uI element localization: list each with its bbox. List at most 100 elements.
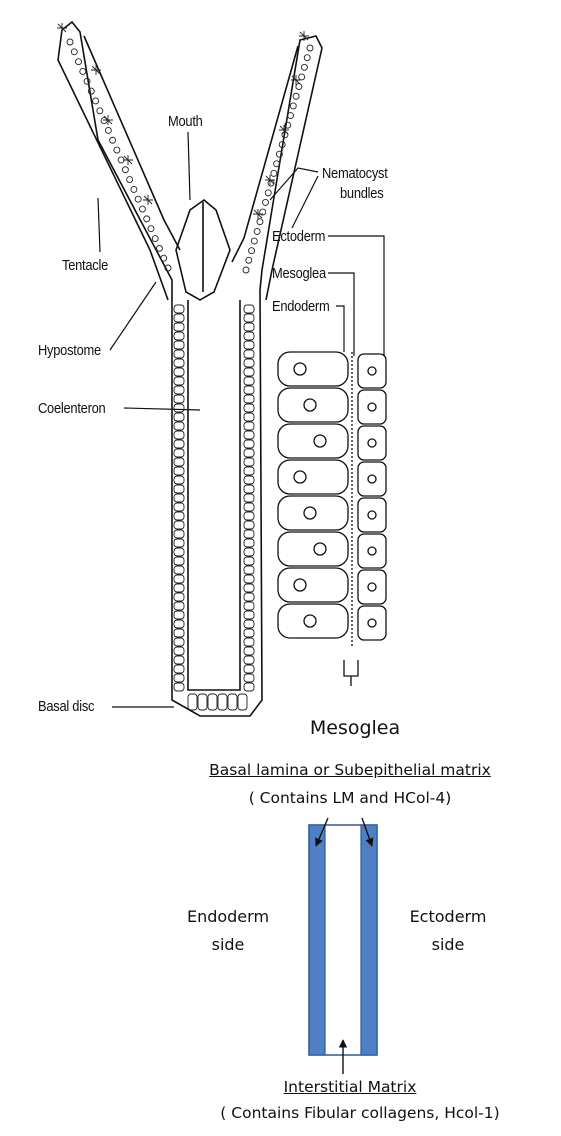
interstitial-matrix-note: ( Contains Fibular collagens, Hcol-1) bbox=[195, 1104, 525, 1122]
tentacle-cell-right bbox=[271, 170, 277, 176]
endoderm-cell bbox=[278, 604, 348, 638]
wall-cell-left bbox=[174, 548, 184, 556]
wall-cell-left bbox=[174, 368, 184, 376]
wall-cell-left bbox=[174, 458, 184, 466]
wall-cell-left bbox=[174, 575, 184, 583]
label-ectoderm: Ectoderm bbox=[272, 228, 325, 245]
wall-cell-left bbox=[174, 494, 184, 502]
wall-cell-left bbox=[174, 665, 184, 673]
endoderm-cell bbox=[278, 388, 348, 422]
label-mouth: Mouth bbox=[168, 113, 203, 130]
endoderm-nucleus bbox=[294, 363, 306, 375]
mesoglea-schematic bbox=[309, 818, 377, 1074]
wall-cell-right bbox=[244, 512, 254, 520]
tentacle-cell-left bbox=[84, 78, 90, 84]
wall-cell-right bbox=[244, 602, 254, 610]
tentacle-cell-right bbox=[249, 248, 255, 254]
endoderm-nucleus bbox=[304, 615, 316, 627]
wall-cell-right bbox=[244, 386, 254, 394]
tentacle-cell-right bbox=[243, 267, 249, 273]
wall-cell-left bbox=[174, 305, 184, 313]
wall-cell-left bbox=[174, 638, 184, 646]
wall-cell-left bbox=[174, 512, 184, 520]
wall-cell-left bbox=[174, 431, 184, 439]
wall-cell-right bbox=[244, 521, 254, 529]
endoderm-cell bbox=[278, 496, 348, 530]
ectoderm-cell bbox=[358, 606, 386, 640]
label-hypostome: Hypostome bbox=[38, 342, 101, 359]
ectoderm-nucleus bbox=[368, 475, 376, 483]
wall-cell-left bbox=[174, 629, 184, 637]
tentacle-cell-left bbox=[114, 147, 120, 153]
basal-disc-cell bbox=[208, 694, 217, 710]
basal-disc-cell bbox=[228, 694, 237, 710]
wall-cell-left bbox=[174, 332, 184, 340]
leader-nematocyst-2 bbox=[292, 176, 318, 228]
wall-cell-left bbox=[174, 485, 184, 493]
wall-cell-right bbox=[244, 629, 254, 637]
nematocyst-mark bbox=[143, 195, 153, 205]
wall-cell-left bbox=[174, 674, 184, 682]
label-tentacle: Tentacle bbox=[62, 257, 108, 274]
nematocyst-mark bbox=[123, 155, 133, 165]
leader-endoderm bbox=[336, 306, 344, 352]
wall-cell-left bbox=[174, 620, 184, 628]
wall-cell-right bbox=[244, 422, 254, 430]
basal-lamina-label: Basal lamina or Subepithelial matrix bbox=[150, 761, 550, 779]
ectoderm-nucleus bbox=[368, 403, 376, 411]
wall-cell-left bbox=[174, 647, 184, 655]
ectoderm-nucleus bbox=[368, 583, 376, 591]
tentacle-cell-right bbox=[265, 190, 271, 196]
wall-cell-right bbox=[244, 395, 254, 403]
wall-cell-left bbox=[174, 521, 184, 529]
wall-cell-left bbox=[174, 476, 184, 484]
tentacle-cell-left bbox=[80, 68, 86, 74]
ectoderm-side-word: side bbox=[388, 935, 508, 954]
wall-cell-left bbox=[174, 350, 184, 358]
wall-cell-left bbox=[174, 341, 184, 349]
wall-cell-right bbox=[244, 332, 254, 340]
tentacle-cell-right bbox=[307, 45, 313, 51]
wall-cell-right bbox=[244, 440, 254, 448]
ectoderm-side-label: Ectoderm bbox=[388, 907, 508, 926]
tentacle-cell-left bbox=[152, 236, 158, 242]
wall-cell-left bbox=[174, 566, 184, 574]
wall-cell-left bbox=[174, 404, 184, 412]
wall-cell-right bbox=[244, 377, 254, 385]
wall-cell-right bbox=[244, 476, 254, 484]
label-coelenteron: Coelenteron bbox=[38, 400, 105, 417]
tentacle-cell-left bbox=[105, 127, 111, 133]
tentacle-cell-right bbox=[290, 103, 296, 109]
basal-disc-cell bbox=[198, 694, 207, 710]
wall-cell-left bbox=[174, 386, 184, 394]
wall-cell-right bbox=[244, 485, 254, 493]
wall-cell-right bbox=[244, 566, 254, 574]
tentacle-cell-left bbox=[131, 186, 137, 192]
nematocyst-mark bbox=[91, 65, 101, 75]
wall-cell-right bbox=[244, 368, 254, 376]
wall-cell-left bbox=[174, 422, 184, 430]
wall-cell-left bbox=[174, 395, 184, 403]
ectoderm-cell bbox=[358, 462, 386, 496]
ectoderm-nucleus bbox=[368, 439, 376, 447]
tentacle-cell-left bbox=[148, 226, 154, 232]
wall-cell-right bbox=[244, 665, 254, 673]
ectoderm-cell bbox=[358, 354, 386, 388]
ectoderm-cell bbox=[358, 390, 386, 424]
tentacle-cell-right bbox=[257, 219, 263, 225]
coelenteron-cavity bbox=[188, 300, 240, 690]
endoderm-basal-lamina-strip bbox=[309, 825, 325, 1055]
tentacle-cell-right bbox=[251, 238, 257, 244]
wall-cell-left bbox=[174, 683, 184, 691]
wall-cell-left bbox=[174, 377, 184, 385]
endoderm-nucleus bbox=[294, 471, 306, 483]
wall-cell-right bbox=[244, 638, 254, 646]
wall-cell-right bbox=[244, 620, 254, 628]
tentacle-cell-left bbox=[161, 255, 167, 261]
wall-cell-right bbox=[244, 305, 254, 313]
wall-cell-left bbox=[174, 602, 184, 610]
tentacle-cell-right bbox=[293, 93, 299, 99]
mesoglea-title: Mesoglea bbox=[300, 717, 410, 739]
